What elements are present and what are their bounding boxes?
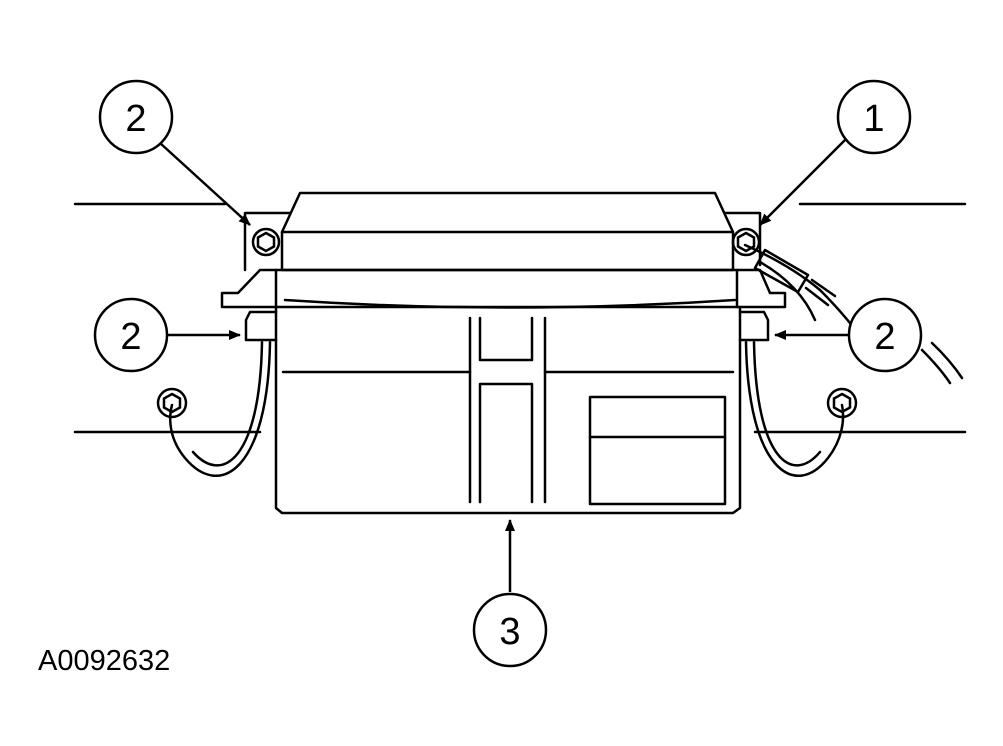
mounting-tab-right bbox=[738, 310, 770, 342]
module-body bbox=[274, 305, 742, 515]
callout-2-mid-left: 2 bbox=[93, 297, 169, 373]
module-flange bbox=[220, 268, 787, 309]
leader-arrow-bolt-top-left bbox=[159, 142, 251, 226]
callout-1-top-right: 1 bbox=[836, 79, 912, 155]
mounting-tab-left bbox=[244, 310, 278, 342]
callout-2-mid-right: 2 bbox=[847, 297, 923, 373]
svg-text:2: 2 bbox=[125, 98, 146, 140]
figure-id: A0092632 bbox=[38, 645, 171, 677]
svg-text:2: 2 bbox=[874, 316, 895, 358]
ground-strap-left bbox=[168, 340, 272, 477]
callout-3-bottom: 3 bbox=[472, 592, 548, 668]
module-label bbox=[588, 395, 727, 506]
bolt-top-right-icon bbox=[731, 227, 761, 257]
ground-strap-left-inner bbox=[191, 340, 264, 467]
svg-text:3: 3 bbox=[499, 611, 520, 653]
bracket-plate bbox=[243, 211, 762, 272]
harness-connector bbox=[753, 248, 837, 307]
bolt-top-left-icon bbox=[251, 227, 281, 257]
ring-terminal-left-icon bbox=[156, 387, 188, 419]
body-groove-vertical bbox=[468, 316, 547, 504]
ground-strap-right-inner bbox=[752, 340, 822, 467]
callout-2-top-left: 2 bbox=[98, 79, 174, 155]
flange-lip bbox=[283, 298, 737, 309]
harness-strand bbox=[920, 341, 964, 385]
ground-strap-right bbox=[744, 340, 845, 477]
ring-terminal-right-icon bbox=[826, 387, 858, 419]
leader-arrow-bolt-top-right bbox=[759, 139, 846, 226]
svg-text:1: 1 bbox=[863, 98, 884, 140]
svg-text:2: 2 bbox=[120, 316, 141, 358]
